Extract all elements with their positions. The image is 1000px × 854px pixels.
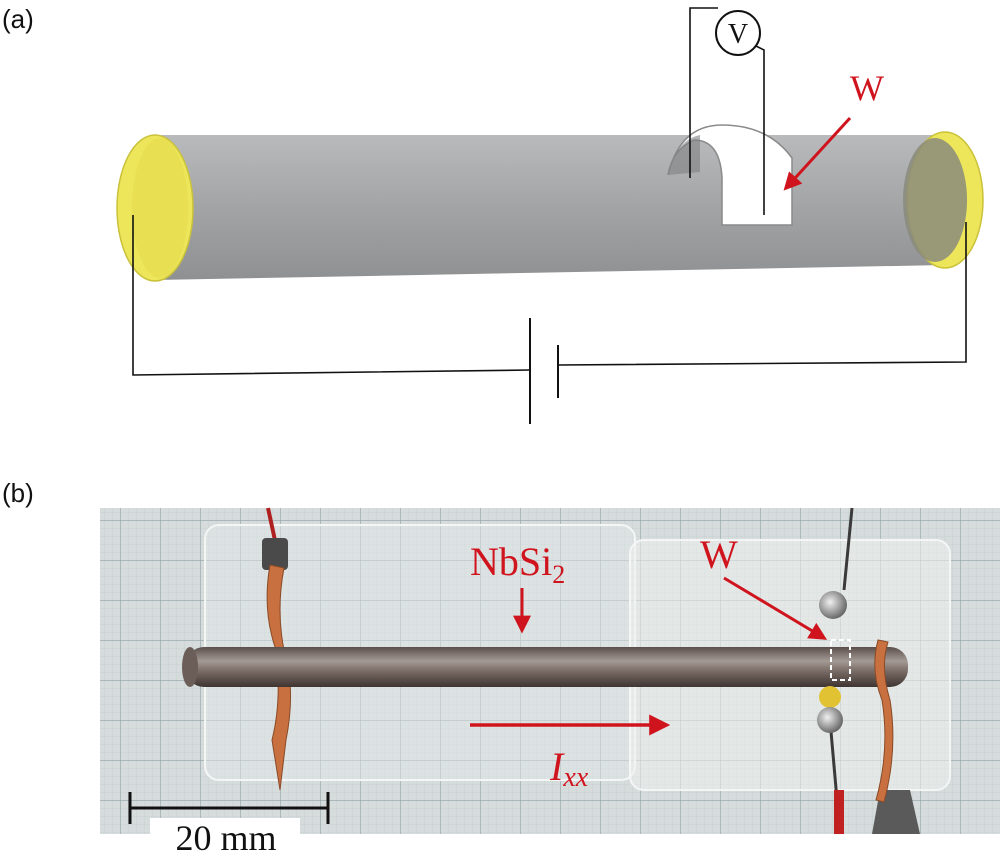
probe-label-b: W xyxy=(700,532,738,577)
right-wire-top xyxy=(842,507,854,591)
sample-label: NbSi2 xyxy=(470,539,565,589)
probe-arrow-a xyxy=(783,116,852,191)
left-copper-contact xyxy=(266,564,291,791)
glass-slide-left xyxy=(204,524,636,781)
probe-arrow-b xyxy=(723,576,828,640)
right-wire-bottom xyxy=(828,719,842,835)
contact-bead-bottom xyxy=(817,707,843,733)
scale-bar-label: 20 mm xyxy=(175,818,276,854)
right-clip xyxy=(872,790,920,834)
sample-label-base: NbSi xyxy=(470,539,552,584)
right-red-lead xyxy=(834,790,844,834)
voltmeter-label: V xyxy=(728,19,748,50)
cylinder-body xyxy=(155,135,945,280)
probe-region-box xyxy=(830,639,851,681)
panel-label-b: (b) xyxy=(2,478,34,508)
contact-bead-top xyxy=(819,591,847,619)
schematic-diagram: V W xyxy=(116,7,984,424)
sample-label-subscript: 2 xyxy=(552,560,565,589)
panel-label-a: (a) xyxy=(2,4,34,34)
left-wire xyxy=(266,507,278,546)
voltmeter-lead-left xyxy=(689,7,718,178)
voltmeter-symbol xyxy=(715,10,761,56)
circuit-wire-right xyxy=(557,222,967,366)
probe-label-a: W xyxy=(850,68,884,108)
circuit-wire-left xyxy=(132,215,531,376)
right-copper-contact xyxy=(874,639,894,803)
graph-paper-background xyxy=(100,508,1000,834)
current-label: Ixx xyxy=(549,744,589,793)
nbsi2-rod xyxy=(186,647,908,687)
current-label-subscript: xx xyxy=(562,762,588,793)
glass-slide-right xyxy=(629,539,951,791)
contact-bead-yellow xyxy=(819,686,841,708)
current-label-main: I xyxy=(549,744,565,789)
left-clip xyxy=(262,538,288,570)
